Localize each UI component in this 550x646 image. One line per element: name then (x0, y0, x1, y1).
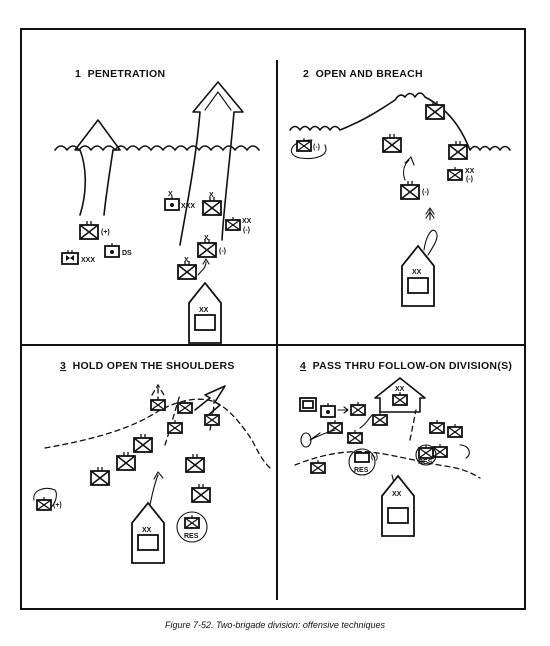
brigade-plus-symbol (79, 220, 99, 240)
panel-3-title: 3 HOLD OPEN THE SHOULDERS (60, 360, 235, 372)
svg-text:XX: XX (392, 491, 402, 498)
ds-unit-symbol (104, 242, 120, 258)
brigade-4a (350, 401, 366, 416)
follow-on-division-4 (381, 475, 415, 537)
svg-text:X: X (184, 257, 189, 264)
brigade-4h (310, 459, 326, 474)
reserve-label-4b: RES (354, 467, 369, 474)
brigade-4d (347, 429, 363, 444)
reserve-label-3: RES (184, 533, 199, 540)
brigade-left-front (382, 133, 402, 153)
svg-text:X: X (204, 235, 209, 242)
svg-text:X: X (209, 192, 214, 199)
svg-text:(-): (-) (422, 189, 429, 196)
svg-text:(-): (-) (219, 248, 226, 255)
brigade-3h (191, 483, 211, 503)
panel-2-open-and-breach: (-) XX (-) (-) XX (289, 92, 511, 307)
brigade-4f (447, 423, 463, 438)
svg-text:(-): (-) (466, 176, 473, 183)
recon-unit-3 (150, 396, 166, 411)
figure-caption: Figure 7-52. Two-brigade division: offen… (165, 620, 385, 630)
brigade-3f (116, 451, 136, 471)
penetration-arrow-left (74, 119, 121, 216)
svg-text:(-): (-) (371, 454, 378, 461)
panel-3-hold-shoulders: (+) XX RES (33, 383, 271, 564)
panel-4-pass-thru: XX RES (-) RES XX (294, 377, 481, 537)
xxx-label-1: XXX (81, 257, 95, 264)
svg-text:XX: XX (412, 269, 422, 276)
brigade-4b (372, 411, 388, 426)
brigade-3e (133, 433, 153, 453)
brigade-minus-center (400, 180, 420, 200)
svg-text:XX: XX (465, 168, 475, 175)
svg-text:(-): (-) (243, 227, 250, 234)
brigade-3g (90, 466, 110, 486)
artillery-symbol (61, 252, 79, 265)
passage-arrow (374, 377, 426, 413)
panel-1-penetration: (+) XXX DS X XXX X XX (-) X (-) X XX (54, 81, 260, 344)
dot-unit-4 (320, 402, 336, 418)
svg-text:XX: XX (142, 527, 152, 534)
brigade-3d (185, 453, 205, 473)
brigade-4e (429, 419, 445, 434)
svg-text:X: X (168, 191, 173, 198)
panel-2-title: 2 OPEN AND BREACH (303, 68, 423, 80)
breach-line (289, 92, 511, 151)
svg-text:(-): (-) (313, 144, 320, 151)
enemy-line (54, 145, 260, 151)
reserve-label-4a: RES (418, 459, 433, 466)
corps-unit-symbol (164, 195, 180, 211)
figure-frame (20, 28, 526, 610)
brigade-symbol-1 (202, 196, 222, 216)
svg-text:(+): (+) (53, 502, 62, 509)
brigade-right-front (448, 140, 468, 160)
brigade-small-3b (167, 419, 183, 434)
svg-text:XX: XX (199, 307, 209, 314)
division-minus-symbol (225, 216, 241, 231)
xxx-label-2: XXX (181, 203, 195, 210)
flank-unit-3 (36, 496, 52, 511)
ds-label: DS (122, 250, 132, 257)
penetration-arrow-right (179, 81, 244, 246)
panel-1-title: 1 PENETRATION (75, 68, 166, 80)
panel-4-title: 4 PASS THRU FOLLOW-ON DIVISION(S) (300, 360, 513, 372)
division-minus-right (447, 166, 463, 181)
svg-text:XX: XX (242, 218, 252, 225)
follow-on-division-2 (401, 245, 435, 307)
brigade-small-3c (204, 411, 220, 426)
reserve-circle (176, 511, 208, 543)
shoulder-line (44, 398, 271, 469)
svg-text:XX: XX (395, 386, 405, 393)
brigade-plus-label: (+) (101, 229, 110, 236)
